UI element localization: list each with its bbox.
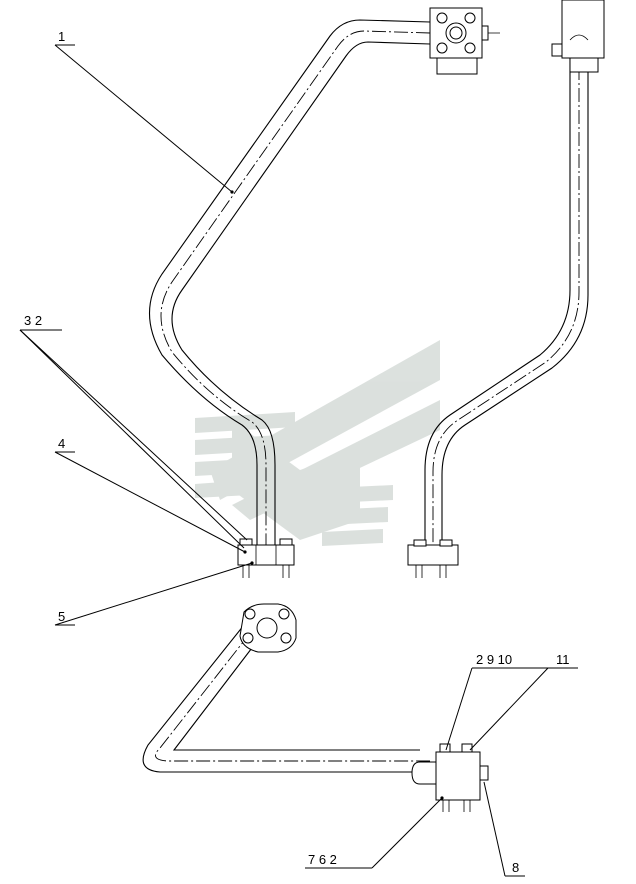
callout-4: 4: [58, 436, 65, 451]
callout-8: 8: [512, 860, 519, 875]
callout-3-2: 3 2: [24, 313, 42, 328]
callout-5: 5: [58, 609, 65, 624]
right-pipe-end-block: [407, 539, 459, 578]
top-flange-right: [551, 0, 605, 73]
pipe-right: [424, 0, 589, 548]
callout-2-9-10: 2 9 10: [476, 652, 512, 667]
pipe-1: [148, 19, 431, 548]
top-flange-left: [429, 7, 500, 75]
callout-11: 11: [556, 652, 570, 667]
callout-1: 1: [58, 29, 65, 44]
watermark-logo: [195, 340, 440, 546]
leader-lines: [19, 44, 578, 877]
lower-end-block: [411, 743, 489, 812]
lower-flange: [239, 603, 297, 653]
callout-7-6-2: 7 6 2: [308, 852, 337, 867]
left-pipe-end-block: [237, 538, 295, 578]
